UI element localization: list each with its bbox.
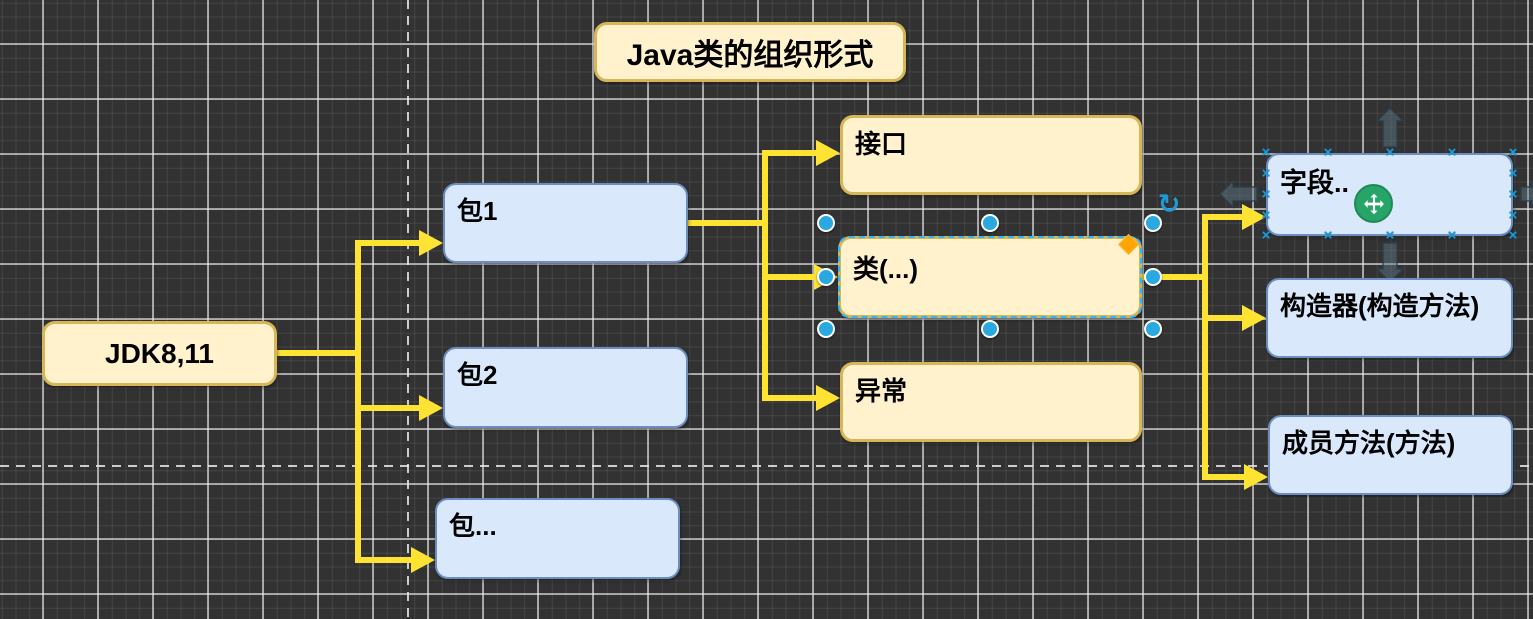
edge-class-to-members[interactable] — [1139, 214, 1250, 480]
node-class-selected[interactable]: 类(...) — [838, 236, 1142, 318]
connection-point-icon[interactable]: × — [1261, 144, 1271, 161]
node-interface[interactable]: 接口 — [840, 115, 1142, 195]
connection-point-icon[interactable]: × — [1323, 144, 1333, 161]
arrowhead — [1244, 464, 1268, 490]
resize-handle-sw[interactable] — [817, 320, 835, 338]
connection-point-icon[interactable]: × — [1447, 227, 1457, 244]
edge-jdk-to-packages[interactable] — [275, 240, 425, 563]
arrowhead — [419, 230, 443, 256]
rotate-handle-icon[interactable]: ↻ — [1157, 189, 1181, 219]
connection-point-icon[interactable]: × — [1508, 186, 1518, 203]
connection-point-icon[interactable]: × — [1508, 144, 1518, 161]
resize-handle-e[interactable] — [1144, 268, 1162, 286]
connection-point-icon[interactable]: × — [1261, 186, 1271, 203]
node-package-2[interactable]: 包2 — [443, 347, 688, 428]
node-constructor[interactable]: 构造器(构造方法) — [1266, 278, 1513, 358]
connection-point-icon[interactable]: × — [1261, 165, 1271, 182]
arrowhead — [411, 547, 435, 573]
arrowhead — [816, 140, 840, 166]
direction-arrow-down-icon[interactable] — [1375, 242, 1405, 284]
move-cursor-icon — [1354, 184, 1393, 223]
resize-handle-w[interactable] — [817, 268, 835, 286]
connection-point-icon[interactable]: × — [1508, 207, 1518, 224]
connection-point-icon[interactable]: × — [1508, 165, 1518, 182]
resize-handle-s[interactable] — [981, 320, 999, 338]
resize-handle-ne[interactable] — [1144, 214, 1162, 232]
arrowhead — [1242, 305, 1266, 331]
node-member-method[interactable]: 成员方法(方法) — [1268, 415, 1513, 495]
arrowhead — [816, 385, 840, 411]
resize-handle-n[interactable] — [981, 214, 999, 232]
connection-point-icon[interactable]: × — [1323, 227, 1333, 244]
connection-point-icon[interactable]: × — [1261, 207, 1271, 224]
resize-handle-nw[interactable] — [817, 214, 835, 232]
page-title[interactable]: Java类的组织形式 — [594, 22, 906, 82]
node-package-1[interactable]: 包1 — [443, 183, 688, 263]
direction-arrow-left-icon[interactable] — [1218, 179, 1258, 209]
arrowhead — [419, 395, 443, 421]
edge-pkg1-to-types[interactable] — [685, 150, 822, 401]
connection-point-icon[interactable]: × — [1447, 144, 1457, 161]
connection-point-icon[interactable]: × — [1261, 227, 1271, 244]
node-package-more[interactable]: 包... — [435, 498, 680, 579]
direction-arrow-right-icon[interactable] — [1520, 179, 1533, 209]
resize-handle-se[interactable] — [1144, 320, 1162, 338]
node-jdk[interactable]: JDK8,11 — [42, 321, 277, 386]
direction-arrow-up-icon[interactable] — [1375, 106, 1405, 148]
connection-point-icon[interactable]: × — [1385, 144, 1395, 161]
node-exception[interactable]: 异常 — [840, 362, 1142, 442]
connection-point-icon[interactable]: × — [1385, 227, 1395, 244]
connection-point-icon[interactable]: × — [1508, 227, 1518, 244]
